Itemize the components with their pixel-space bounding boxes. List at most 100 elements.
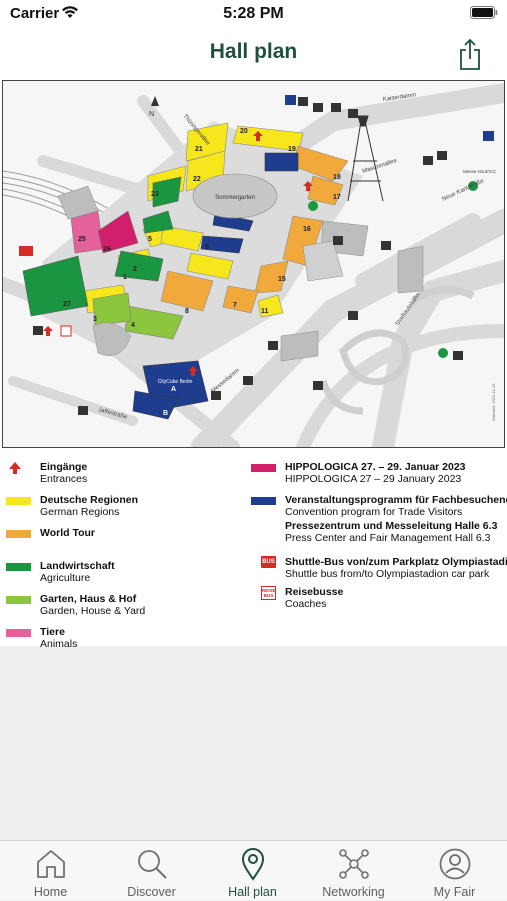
tab-my-fair[interactable]: My Fair (404, 841, 505, 901)
map-label-messe-nord: Messe Nord/ICC (463, 169, 497, 174)
tab-label-networking: Networking (322, 885, 385, 899)
legend-swatch (251, 497, 276, 505)
svg-text:18: 18 (333, 174, 341, 181)
map-label-sommergarten: Sommergarten (215, 195, 255, 201)
legend-subtitle: Animals (40, 638, 78, 650)
legend-title: Reisebusse (285, 586, 344, 598)
location-pin-icon (241, 848, 265, 881)
svg-text:26: 26 (103, 246, 111, 253)
legend-title: Veranstaltungsprogramm für Fachbesuchend… (285, 494, 507, 506)
svg-text:6: 6 (205, 244, 209, 251)
svg-text:25: 25 (78, 236, 86, 243)
svg-text:1: 1 (123, 274, 127, 281)
legend-world-tour: World Tour (6, 527, 246, 551)
legend-subtitle: Garden, House & Yard (40, 605, 146, 617)
svg-text:4: 4 (131, 322, 135, 329)
status-bar: Carrier 5:28 PM (0, 0, 507, 30)
legend-title: Landwirtschaft (40, 560, 115, 572)
legend-title: Deutsche Regionen (40, 494, 139, 506)
svg-text:23: 23 (151, 191, 159, 198)
legend-title: Shuttle-Bus von/zum Parkplatz Olympiasta… (285, 556, 507, 568)
svg-text:8: 8 (185, 308, 189, 315)
legend-title: Eingänge (40, 461, 88, 473)
svg-text:7: 7 (233, 302, 237, 309)
nav-bar: Hall plan (0, 30, 507, 76)
svg-text:22: 22 (193, 176, 201, 183)
legend-subtitle: Entrances (40, 473, 88, 485)
legend-subtitle: Convention program for Trade Visitors (285, 506, 463, 518)
svg-text:B: B (163, 410, 168, 417)
svg-text:19: 19 (288, 146, 296, 153)
legend-swatch (6, 497, 31, 505)
home-icon (37, 850, 65, 878)
share-icon (460, 38, 480, 70)
svg-text:17: 17 (333, 194, 341, 201)
svg-text:16: 16 (303, 226, 311, 233)
map-version-label: Standort: 2022-11-25 (491, 383, 496, 421)
legend-title: Tiere (40, 626, 65, 638)
tab-label-hall-plan: Hall plan (228, 885, 277, 899)
shuttle-bus-icon: BUS (261, 556, 276, 568)
legend-subtitle: Agriculture (40, 572, 91, 584)
legend-press-center: Pressezentrum und Messeleitung Halle 6.3… (251, 520, 507, 544)
legend-subtitle: Press Center and Fair Management Hall 6.… (285, 532, 491, 544)
legend-title: World Tour (40, 527, 96, 539)
svg-text:2: 2 (133, 266, 137, 273)
legend-swatch (6, 629, 31, 637)
svg-text:11: 11 (261, 308, 269, 315)
tab-networking[interactable]: Networking (303, 841, 404, 901)
wifi-icon (62, 6, 78, 18)
legend-swatch (6, 530, 31, 538)
network-icon (339, 849, 369, 879)
tab-label-discover: Discover (127, 885, 176, 899)
legend-subtitle: Shuttle bus from/to Olympiastadion car p… (285, 568, 490, 580)
share-button[interactable] (455, 36, 485, 72)
tab-label-home: Home (33, 885, 68, 899)
entrance-arrow-icon (9, 462, 21, 474)
tab-bar: Home Discover Hall plan Networking (0, 840, 507, 900)
svg-text:21: 21 (195, 146, 203, 153)
legend-swatch (6, 563, 31, 571)
legend-subtitle: Coaches (285, 598, 327, 610)
map-label-citycube: CityCube Berlin (158, 379, 193, 385)
legend-swatch (6, 596, 31, 604)
legend-subtitle: HIPPOLOGICA 27 – 29 January 2023 (285, 473, 462, 485)
tab-label-my-fair: My Fair (433, 885, 476, 899)
svg-text:5: 5 (148, 236, 152, 243)
search-icon (138, 850, 167, 879)
legend-swatch (251, 464, 276, 472)
map-label-kaiserdamm: Kaiserdamm (382, 92, 416, 103)
tab-discover[interactable]: Discover (101, 841, 202, 901)
page-title: Hall plan (209, 40, 298, 63)
legend-title: Pressezentrum und Messeleitung Halle 6.3 (285, 520, 498, 532)
map-north-label: N (149, 111, 154, 118)
carrier-label: Carrier (10, 5, 60, 22)
profile-icon (439, 848, 471, 880)
legend-shuttle-bus: BUS Shuttle-Bus von/zum Parkplatz Olympia… (251, 556, 507, 580)
clock: 5:28 PM (223, 5, 284, 22)
svg-text:3: 3 (93, 316, 97, 323)
coach-bus-icon: REISE BUS (261, 586, 276, 600)
tab-home[interactable]: Home (0, 841, 101, 901)
legend-program: Veranstaltungsprogramm für Fachbesuchend… (251, 494, 507, 518)
svg-text:15: 15 (278, 276, 286, 283)
tab-hall-plan[interactable]: Hall plan (202, 841, 303, 901)
battery-icon (470, 6, 498, 19)
legend-title: Garten, Haus & Hof (40, 593, 137, 605)
svg-text:27: 27 (63, 301, 71, 308)
legend-title: HIPPOLOGICA 27. – 29. Januar 2023 (285, 461, 466, 473)
svg-text:A: A (171, 386, 176, 393)
svg-text:20: 20 (240, 128, 248, 135)
